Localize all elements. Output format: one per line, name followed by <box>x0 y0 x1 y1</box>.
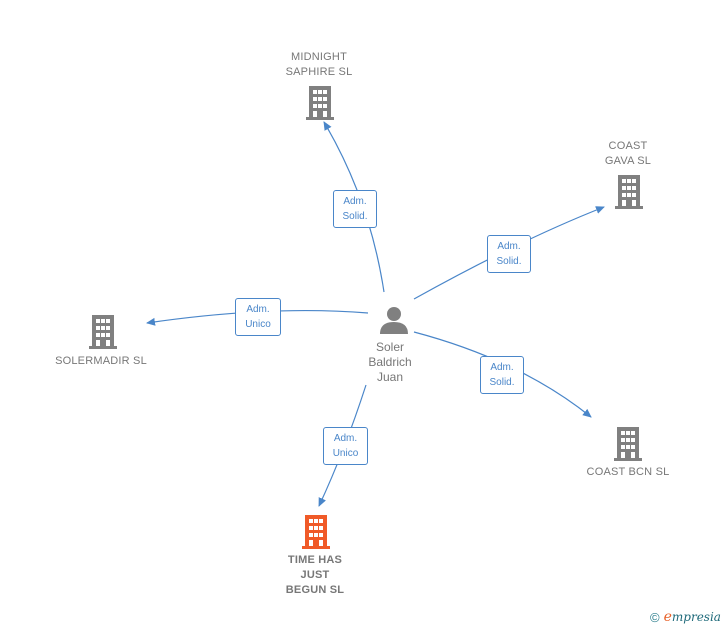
relation-label-coast-bcn: Adm. Solid. <box>480 356 524 394</box>
person-name-label[interactable]: Soler Baldrich Juan <box>368 340 412 384</box>
company-time-has-just-begun-label[interactable]: TIME HAS JUST BEGUN SL <box>285 554 345 596</box>
relation-label-midnight: Adm. Solid. <box>333 190 377 228</box>
relation-label-coast-gava: Adm. Solid. <box>487 235 531 273</box>
empresia-logo: empresia <box>663 609 721 625</box>
company-coast-gava-label[interactable]: COAST GAVA SL <box>604 140 652 167</box>
company-solermadir-label[interactable]: SOLERMADIR SL <box>55 355 147 367</box>
copyright-symbol: © <box>650 609 660 625</box>
relation-label-solermadir: Adm. Unico <box>235 298 281 336</box>
relation-label-time-has-just-begun: Adm. Unico <box>323 427 368 465</box>
company-midnight-saphire-label[interactable]: MIDNIGHT SAPHIRE SL <box>285 51 353 78</box>
empresia-watermark: © empresia <box>650 609 721 625</box>
person-icon <box>380 307 408 334</box>
company-coast-bcn-label[interactable]: COAST BCN SL <box>586 466 670 478</box>
